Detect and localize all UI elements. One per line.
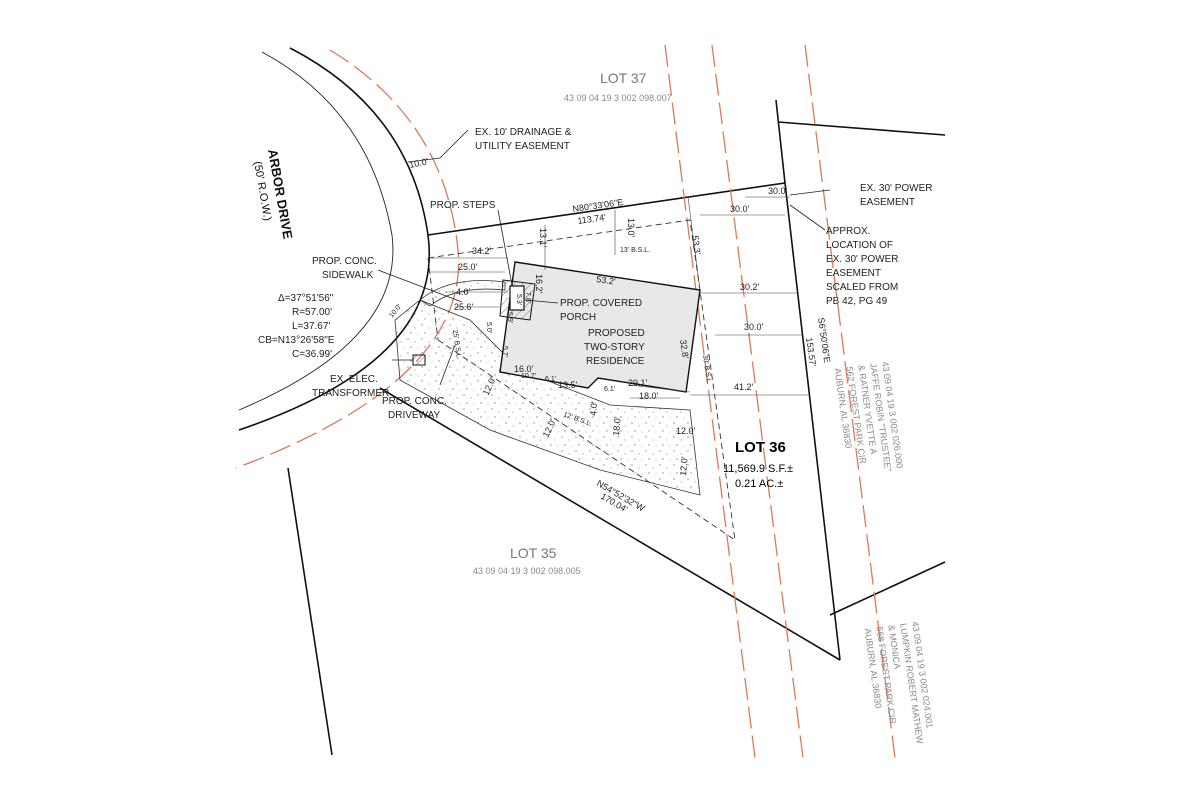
approx-callout-1: APPROX.: [826, 226, 870, 237]
lot-line-right: [829, 561, 946, 616]
dim-30-2: 30.2': [740, 282, 760, 292]
dim-5-3: 5.3': [515, 294, 522, 305]
setback-30: 30' B.S.L.: [701, 354, 712, 385]
north-bearing: N80°33'06"E: [572, 197, 624, 214]
curve-chord-bearing: CB=N13°26'58"E: [258, 335, 335, 346]
dim-6-1-a: 6.1': [545, 376, 556, 383]
dim-32-8: 32.8': [678, 339, 691, 360]
owner-block-2: 43 09 04 19 3 002 024.001 LUMPKIN ROBERT…: [862, 621, 934, 745]
curve-length: L=37.67': [292, 321, 330, 332]
drainage-easement-curve: [235, 49, 460, 469]
porch-callout-1: PROP. COVERED: [560, 298, 642, 309]
lot37-label: LOT 37: [600, 70, 647, 86]
dim-12-0-d: 12.0': [678, 456, 690, 476]
proposed-steps: [509, 285, 525, 311]
dim-25-0: 25.0': [458, 262, 478, 272]
sidewalk-callout-2: SIDEWALK: [322, 270, 374, 281]
dim-16-0: 16.0': [514, 364, 534, 374]
dim-5-0: 5.0': [485, 322, 492, 333]
lot-line-lot35-west: [287, 467, 333, 756]
approx-callout-6: PB 42, PG 49: [826, 296, 888, 307]
transformer-callout-1: EX. ELEC.: [330, 374, 378, 385]
power-easement-line-2: [711, 44, 804, 759]
north-length: 113.74': [577, 212, 607, 226]
residence-label-1: PROPOSED: [588, 328, 645, 339]
dim-5-9: 5.9': [506, 312, 513, 323]
setback-13: 13' B.S.L.: [620, 247, 650, 254]
lot-line-south: [379, 387, 841, 661]
dim-13-1: 13.1': [538, 228, 548, 248]
dim-13-5: 13.5': [558, 380, 578, 390]
dim-7-8: 7.8': [524, 292, 531, 303]
drainage-callout-2: UTILITY EASEMENT: [475, 141, 570, 152]
power-easement-line-3: [804, 44, 896, 759]
porch-callout-2: PORCH: [560, 312, 596, 323]
power-easement-line-1: [664, 44, 756, 759]
lot36-area-sf: 11,569.9 S.F.±: [723, 463, 793, 475]
dim-4-0-b: 4.0': [588, 401, 599, 416]
dim-12-0-c: 12.0': [676, 426, 696, 436]
lot37-extension: [775, 99, 786, 184]
lot36-label: LOT 36: [735, 439, 786, 456]
dim-18-0: 18.0': [639, 391, 659, 401]
dim-25-6: 25.6': [454, 302, 474, 312]
dim-30-0-b: 30.0': [730, 204, 750, 214]
power-callout-1: EX. 30' POWER: [860, 183, 933, 194]
lot36-area-ac: 0.21 AC.±: [735, 478, 783, 490]
lot-line-north: [427, 182, 786, 236]
east-length: 153.57': [804, 337, 818, 368]
approx-callout-3: EX. 30' POWER: [826, 254, 899, 265]
sidewalk-callout-1: PROP. CONC.: [312, 256, 377, 267]
dim-13-0: 13.0': [626, 218, 636, 238]
right-of-way-curve-outer: [238, 47, 431, 431]
driveway-callout-2: DRIVEWAY: [388, 410, 441, 421]
approx-callout-5: SCALED FROM: [826, 282, 898, 293]
curve-radius: R=57.00': [292, 307, 332, 318]
curve-delta: Δ=37°51'56": [278, 293, 334, 304]
dim-6-1-b: 6.1': [604, 386, 615, 393]
dim-10-0: 10.0': [408, 156, 429, 170]
east-bearing: S6°50'06"E: [816, 317, 832, 363]
dim-30-0-c: 30.0': [744, 322, 764, 332]
dim-29-1: 29.1': [628, 378, 648, 388]
residence-label-2: TWO-STORY: [584, 342, 645, 353]
dim-16-2: 16.2': [534, 274, 544, 294]
lot-line-east: [784, 182, 841, 661]
dim-30-0-a: 30.0': [768, 186, 788, 196]
dim-18-0-b: 18.0': [611, 416, 623, 436]
approx-callout-4: EASEMENT: [826, 268, 881, 279]
lot35-parcel: 43 09 04 19 3 002 098.005: [473, 566, 581, 576]
proposed-driveway: [394, 299, 701, 496]
curve-chord: C=36.99': [292, 349, 332, 360]
approx-callout-2: LOCATION OF: [826, 240, 893, 251]
power-callout-2: EASEMENT: [860, 197, 915, 208]
electric-transformer: [412, 354, 426, 366]
dim-53-2: 53.2': [596, 274, 617, 287]
dim-10-7: 10.7': [521, 373, 536, 380]
lot37-parcel: 43 09 04 19 3 002 098.007: [564, 93, 672, 103]
lot-line-upper-right: [777, 121, 946, 136]
lot35-label: LOT 35: [510, 545, 557, 561]
transformer-callout-2: TRANSFORMER: [312, 388, 389, 399]
setback-25: 25' B.S.L.: [451, 329, 462, 360]
steps-callout: PROP. STEPS: [430, 200, 496, 211]
owner-block-1: 43 09 04 19 3 002 026.000 JAFFE ROBIN "T…: [832, 361, 904, 472]
dim-5-7: 5.7': [501, 346, 508, 357]
right-of-way-curve-inner: [238, 51, 394, 411]
dim-34-2: 34.2': [472, 246, 492, 256]
driveway-callout-1: PROP. CONC.: [382, 396, 447, 407]
residence-label-3: RESIDENCE: [586, 356, 645, 367]
dim-4-0: 4.0': [456, 287, 471, 297]
dim-53-3: 53.3': [690, 235, 703, 256]
drainage-callout-1: EX. 10' DRAINAGE &: [475, 127, 572, 138]
building-setback-line: [427, 219, 736, 541]
dim-41-2: 41.2': [734, 382, 754, 392]
